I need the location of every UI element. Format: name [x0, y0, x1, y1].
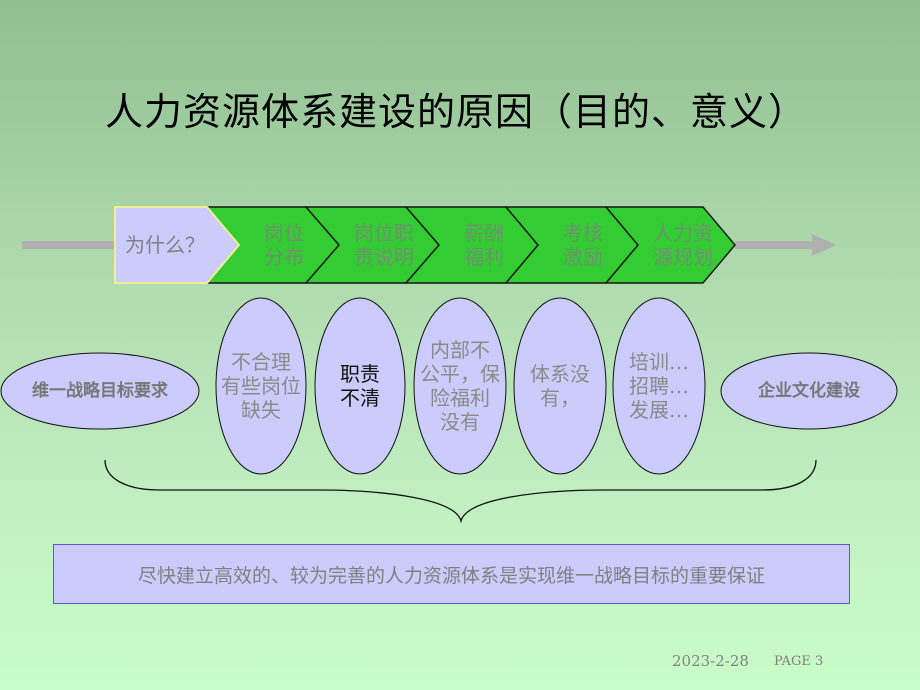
- right-goal-label: 企业文化建设: [758, 380, 860, 401]
- process-step-label-3: 薪酬 福利: [464, 221, 504, 269]
- process-step-shape-5: [604, 206, 736, 284]
- problem-label-3: 内部不 公平，保 险福利 没有: [420, 338, 500, 434]
- problem-label-2: 职责 不清: [340, 362, 380, 410]
- footer-page-number: PAGE 3: [774, 654, 824, 669]
- timeline-arrow-head-icon: [735, 234, 836, 256]
- process-start-shape: [114, 206, 241, 284]
- problem-label-4: 体系没 有，: [530, 362, 590, 410]
- problem-ellipse-3: [413, 297, 507, 475]
- problem-label-1: 不合理 有些岗位 缺失: [221, 350, 301, 422]
- problem-ellipse-2: [314, 297, 406, 475]
- problem-ellipse-5: [612, 297, 706, 475]
- process-step-label-1: 岗位 分布: [264, 221, 304, 269]
- process-step-label-5: 人力资 源规划: [653, 221, 713, 269]
- timeline-arrow-tail: [22, 241, 117, 249]
- problem-label-5: 培训… 招聘… 发展…: [629, 350, 689, 422]
- left-goal-ellipse: [0, 352, 200, 430]
- conclusion-box: 尽快建立高效的、较为完善的人力资源体系是实现维一战略目标的重要保证: [53, 544, 850, 604]
- problem-ellipse-4: [513, 297, 607, 475]
- problem-ellipse-1: [215, 297, 307, 475]
- process-step-label-2: 岗位职 责说明: [354, 221, 414, 269]
- left-goal-label: 维一战略目标要求: [32, 380, 168, 401]
- process-start-label: 为什么？: [125, 233, 205, 257]
- process-step-label-4: 考核 激励: [563, 221, 603, 269]
- footer-date: 2023-2-28: [672, 652, 749, 670]
- slide-title: 人力资源体系建设的原因（目的、意义）: [105, 90, 808, 134]
- grouping-brace: [104, 459, 817, 524]
- right-goal-ellipse: [720, 352, 898, 430]
